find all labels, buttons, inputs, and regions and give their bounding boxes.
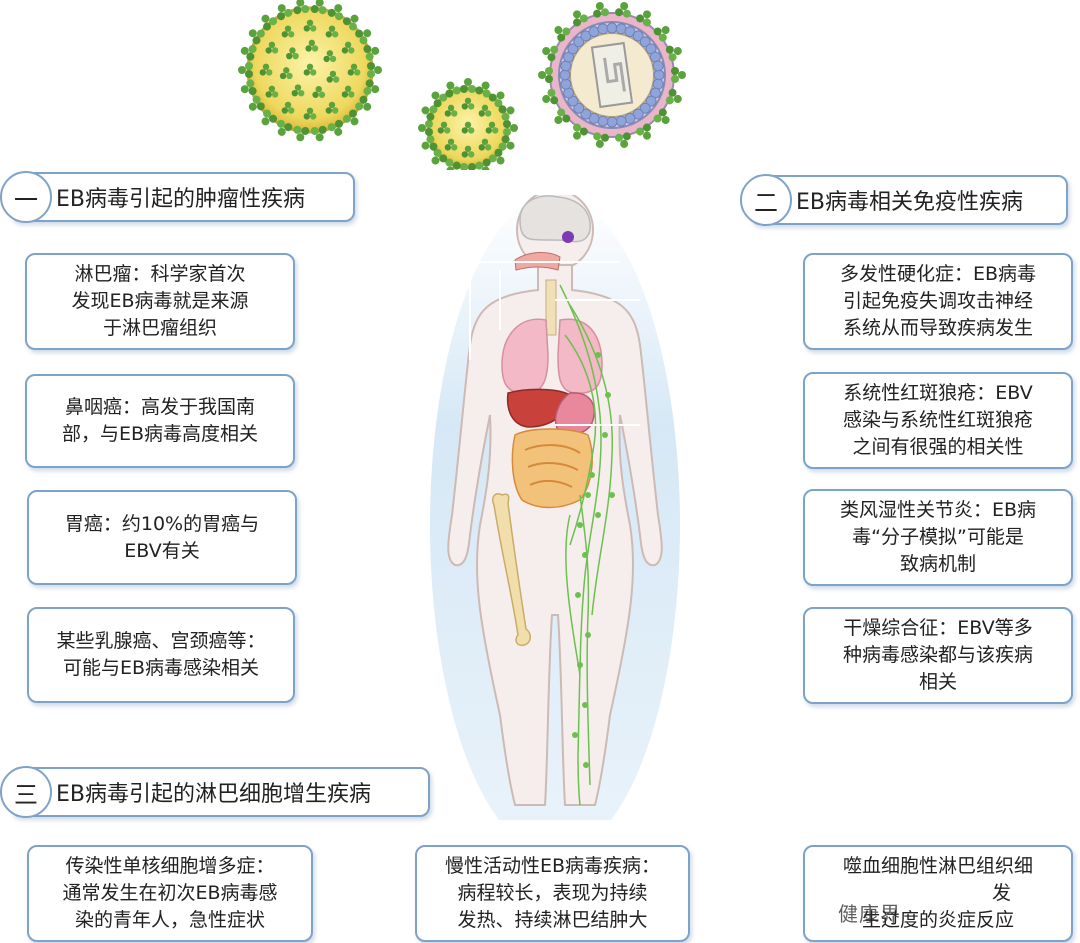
text-line: 于淋巴瘤组织	[102, 317, 217, 339]
text-line: 致病机制	[899, 553, 976, 575]
text-line: 某些乳腺癌、宫颈癌等：	[56, 630, 266, 652]
immune-item-sjogren: 干燥综合征：EBV等多 种病毒感染都与该疾病 相关	[803, 607, 1073, 704]
text-line: 生过度的炎症反应	[861, 909, 1014, 931]
text-line: 染的青年人，急性症状	[74, 909, 265, 931]
tumor-item-gastric: 胃癌：约10%的胃癌与 EBV有关	[27, 490, 297, 585]
section-header-tumor: 一 EB病毒引起的肿瘤性疾病	[0, 171, 355, 223]
immune-item-sle: 系统性红斑狼疮：EBV 感染与系统性红斑狼疮 之间有很强的相关性	[803, 372, 1073, 469]
text-line: 系统从而导致疾病发生	[842, 317, 1033, 339]
immune-item-ra: 类风湿性关节炎：EB病 毒“分子模拟”可能是 致病机制	[803, 489, 1073, 586]
section-number: 一	[0, 171, 52, 223]
text-line: 慢性活动性EB病毒疾病：	[444, 855, 661, 877]
text-line: 胃癌：约10%的胃癌与	[64, 512, 260, 535]
lung-left	[501, 318, 549, 394]
text-line: EBV有关	[124, 539, 200, 562]
text-line: 发热、持续淋巴结肿大	[457, 909, 648, 931]
text-line: 相关	[918, 671, 957, 693]
body-diagram	[430, 195, 680, 820]
text-line: 感染与系统性红斑狼疮	[842, 409, 1033, 431]
text-line: 毒“分子模拟”可能是	[852, 526, 1024, 548]
section-header-immune: 二 EB病毒相关免疫性疾病	[740, 174, 1068, 226]
virus-illustrations	[238, 0, 686, 170]
lympho-item-chronic-active: 慢性活动性EB病毒疾病： 病程较长，表现为持续 发热、持续淋巴结肿大	[415, 845, 690, 942]
text-line: 鼻咽癌：高发于我国南	[64, 396, 255, 418]
section-number: 二	[740, 174, 792, 226]
text-line: 淋巴瘤：科学家首次	[74, 263, 246, 285]
lung-right	[557, 318, 603, 394]
brain	[519, 195, 591, 243]
text-line: 干燥综合征：EBV等多	[843, 617, 1033, 639]
text-line: 引起免疫失调攻击神经	[842, 290, 1033, 312]
text-line: 多发性硬化症：EB病毒	[839, 263, 1037, 285]
tumor-item-lymphoma: 淋巴瘤：科学家首次 发现EB病毒就是来源 于淋巴瘤组织	[25, 253, 295, 350]
text-line: 传染性单核细胞增多症：	[65, 855, 275, 877]
lympho-item-hlh: 噬血细胞性淋巴组织细 发 生过度的炎症反应	[803, 845, 1073, 942]
lymphatic-network	[559, 284, 614, 806]
lympho-item-mono: 传染性单核细胞增多症： 通常发生在初次EB病毒感 染的青年人，急性症状	[27, 845, 313, 942]
lymph-nodes	[572, 352, 615, 768]
text-line: 通常发生在初次EB病毒感	[62, 882, 278, 904]
text-line: 类风湿性关节炎：EB病	[839, 499, 1037, 521]
text-line: 发现EB病毒就是来源	[71, 290, 249, 312]
text-line: 系统性红斑狼疮：EBV	[843, 382, 1033, 404]
femur	[491, 493, 531, 647]
text-line: 发	[991, 882, 1011, 904]
section-number: 三	[0, 766, 52, 818]
text-line: 噬血细胞性淋巴组织细	[842, 855, 1033, 877]
pituitary	[562, 231, 574, 243]
section-header-lympho: 三 EB病毒引起的淋巴细胞增生疾病	[0, 766, 430, 818]
trachea	[545, 279, 557, 336]
immune-item-ms: 多发性硬化症：EB病毒 引起免疫失调攻击神经 系统从而导致疾病发生	[803, 253, 1073, 350]
watermark: 健康界	[838, 902, 901, 926]
tumor-item-breast-cervical: 某些乳腺癌、宫颈癌等： 可能与EB病毒感染相关	[27, 607, 295, 703]
text-line: 可能与EB病毒感染相关	[62, 657, 260, 679]
section-title: EB病毒引起的淋巴细胞增生疾病	[56, 782, 371, 807]
tumor-item-nasopharyngeal: 鼻咽癌：高发于我国南 部，与EB病毒高度相关	[25, 374, 295, 468]
text-line: 种病毒感染都与该疾病	[842, 644, 1033, 666]
text-line: 部，与EB病毒高度相关	[61, 423, 259, 445]
section-title: EB病毒引起的肿瘤性疾病	[56, 187, 305, 212]
virus-cross-spikes	[538, 0, 686, 150]
text-line: 病程较长，表现为持续	[457, 882, 648, 904]
text-line: 之间有很强的相关性	[852, 436, 1024, 458]
section-title: EB病毒相关免疫性疾病	[796, 190, 1023, 215]
